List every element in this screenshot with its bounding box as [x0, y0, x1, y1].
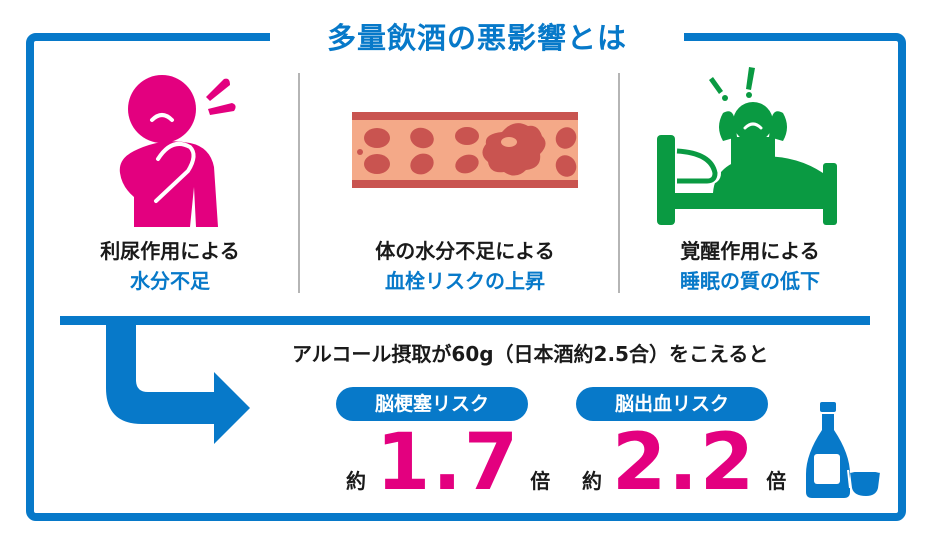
risk-multiplier-infarction: 約 1.7 倍	[346, 422, 550, 502]
multiplier-suffix: 倍	[530, 469, 551, 493]
effect-result: 水分不足	[130, 269, 210, 293]
effect-caption-1: 利尿作用による 水分不足	[60, 236, 280, 296]
risk-label-hemorrhage: 脳出血リスク	[576, 387, 768, 421]
effect-caption-2: 体の水分不足による 血栓リスクの上昇	[320, 236, 610, 296]
multiplier-prefix: 約	[346, 469, 366, 493]
multiplier-suffix: 倍	[766, 469, 787, 493]
arrow-down-right-icon	[100, 320, 260, 460]
condition-text: アルコール摂取が60g（日本酒約2.5合）をこえると	[292, 342, 769, 366]
blood-vessel-clot-icon	[352, 112, 578, 188]
page-title: 多量飲酒の悪影響とは	[326, 21, 627, 55]
person-awake-in-bed-icon	[655, 65, 845, 230]
risk-multiplier-hemorrhage: 約 2.2 倍	[582, 422, 786, 502]
column-divider	[298, 73, 300, 293]
effect-cause: 体の水分不足による	[375, 239, 555, 263]
effect-result: 睡眠の質の低下	[680, 269, 820, 293]
person-coughing-icon	[100, 65, 240, 230]
title-mask	[270, 20, 684, 60]
effect-caption-3: 覚醒作用による 睡眠の質の低下	[630, 236, 870, 296]
column-divider	[618, 73, 620, 293]
sake-bottle-cup-icon	[800, 400, 881, 500]
effect-result: 血栓リスクの上昇	[385, 269, 545, 293]
multiplier-value: 2.2	[612, 418, 757, 508]
multiplier-prefix: 約	[582, 469, 602, 493]
multiplier-value: 1.7	[376, 418, 521, 508]
effect-cause: 覚醒作用による	[680, 239, 820, 263]
effect-cause: 利尿作用による	[100, 239, 240, 263]
risk-label-infarction: 脳梗塞リスク	[336, 387, 528, 421]
section-divider	[60, 316, 870, 325]
